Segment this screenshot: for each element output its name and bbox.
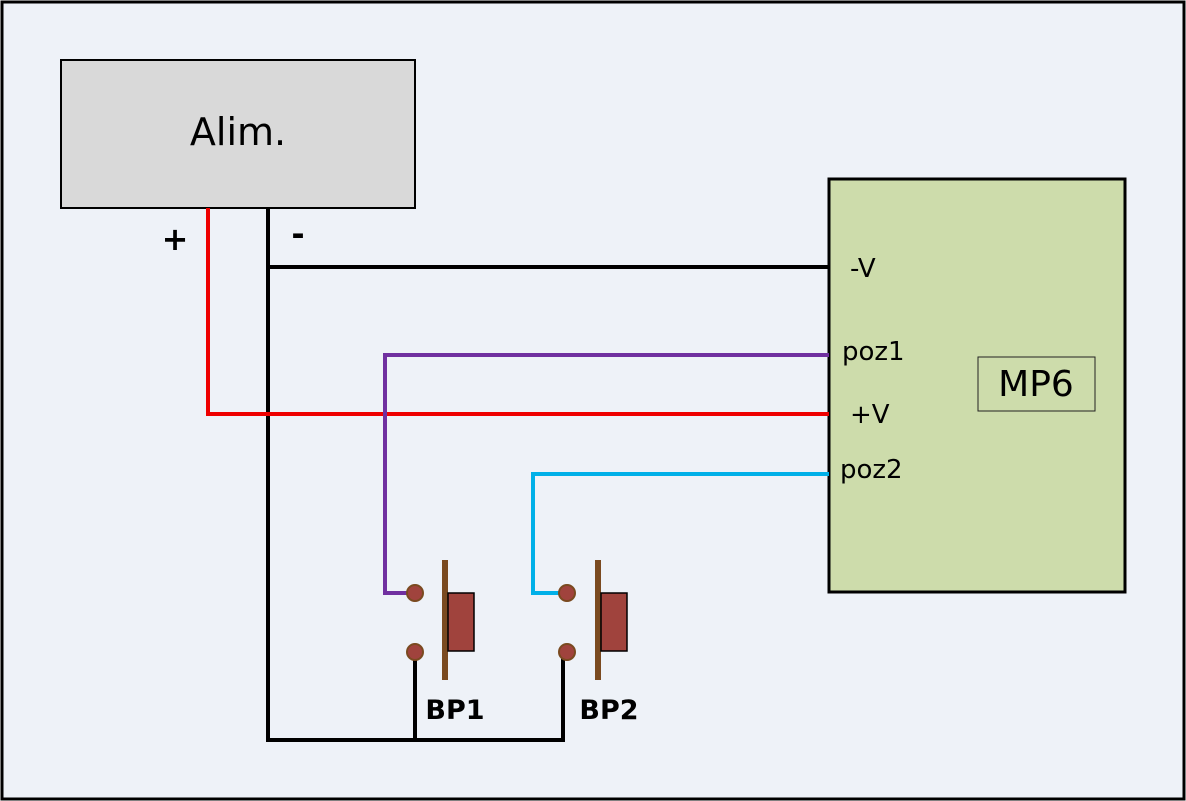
bp2-contact-bar: [595, 560, 601, 680]
bp1-terminal-bottom: [406, 643, 424, 661]
pin-label-poz1: poz1: [842, 337, 905, 367]
pin-label-neg-v: -V: [850, 254, 876, 284]
bp1-button-cap: [447, 592, 475, 652]
bp2-button-cap: [600, 592, 628, 652]
bp1-terminal-top: [406, 584, 424, 602]
power-supply-box: [60, 59, 416, 209]
mp6-label: MP6: [998, 364, 1074, 405]
minus-terminal-label: -: [291, 215, 304, 253]
poz2-wire: [531, 472, 829, 595]
poz1-wire: [383, 353, 829, 595]
bp1-label: BP1: [425, 695, 484, 726]
bp1-contact-bar: [442, 560, 448, 680]
positive-wire: [206, 208, 829, 416]
plus-terminal-label: +: [162, 220, 189, 258]
mp6-label-box: [977, 356, 1096, 412]
bp2-terminal-top: [558, 584, 576, 602]
pin-label-poz2: poz2: [840, 455, 903, 485]
pin-label-pos-v: +V: [850, 400, 890, 430]
bp2-terminal-bottom: [558, 643, 576, 661]
bp2-label: BP2: [579, 695, 638, 726]
power-supply-label: Alim.: [190, 110, 286, 154]
push-button-bp1: [406, 560, 475, 680]
push-button-bp2: [558, 560, 628, 680]
mp6-module-box: [827, 177, 1127, 594]
